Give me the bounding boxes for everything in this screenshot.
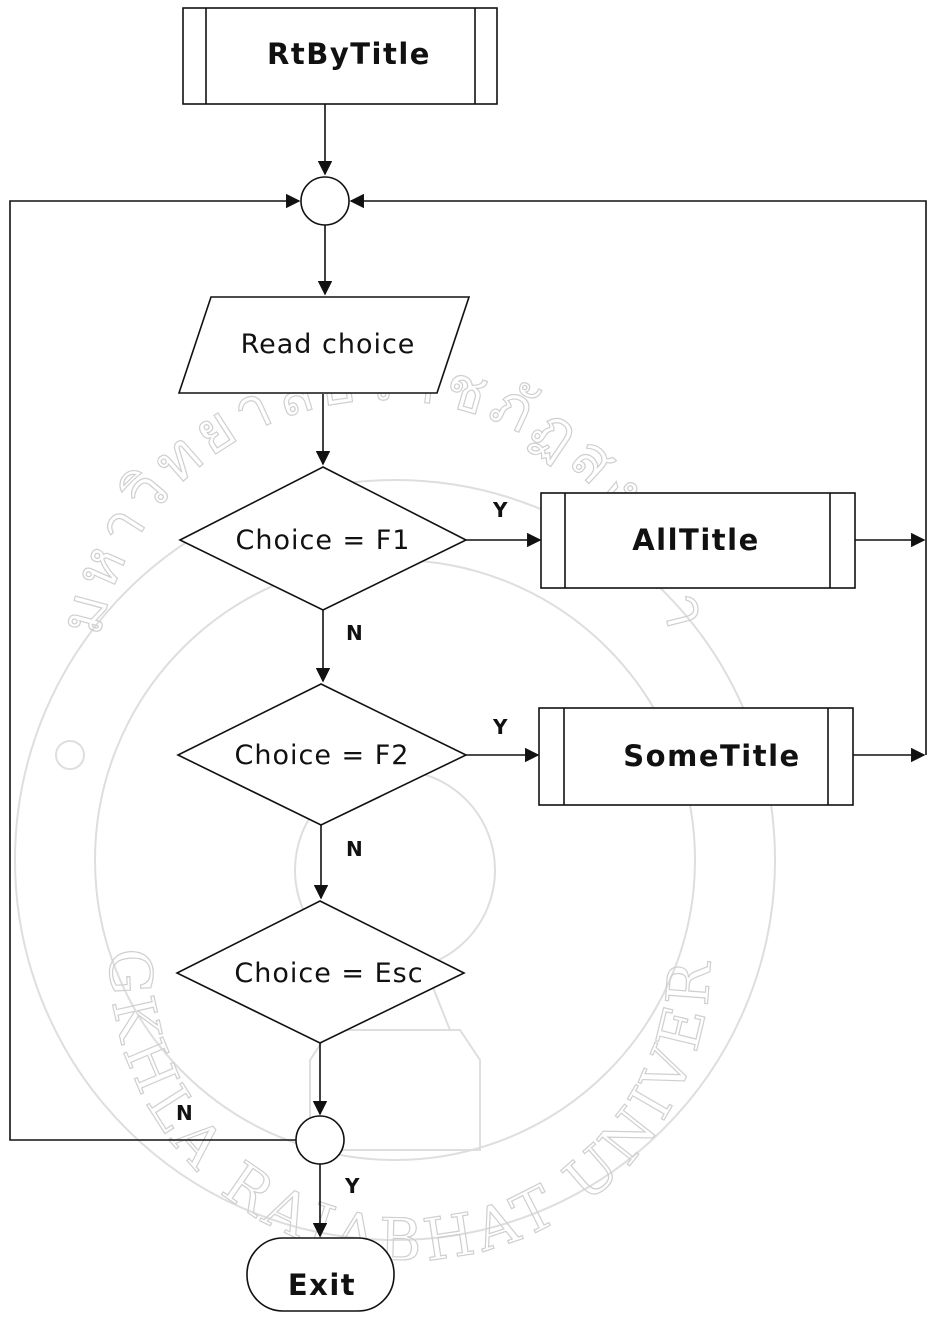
process-alltitle-label: AllTitle: [632, 523, 760, 557]
decision-choice-f1: Choice = F1: [178, 466, 468, 611]
connectors: [9, 104, 927, 1238]
connector-junction-bottom: [295, 1115, 345, 1165]
connector-junction-top: [300, 176, 350, 226]
input-read-choice-label: Read choice: [241, 329, 416, 360]
label-yes-f2: Y: [492, 715, 508, 739]
decision-choice-f2: Choice = F2: [176, 683, 468, 826]
process-rtbytitle: RtByTitle: [182, 7, 498, 105]
decision-choice-esc: Choice = Esc: [175, 900, 466, 1044]
terminal-exit: Exit: [246, 1237, 395, 1312]
label-yes-exit: Y: [344, 1174, 360, 1198]
input-read-choice: Read choice: [177, 296, 471, 394]
process-sometitle: SomeTitle: [538, 707, 854, 806]
process-rtbytitle-label: RtByTitle: [267, 37, 431, 71]
label-yes-f1: Y: [492, 498, 508, 522]
terminal-exit-label: Exit: [288, 1268, 356, 1302]
label-no-loop: N: [176, 1101, 193, 1125]
watermark-seal: SONGKHLA RAJABHAT UNIVERSITY มหาวิทยาลัย…: [0, 0, 776, 1275]
process-alltitle: AllTitle: [540, 492, 856, 589]
label-no-f2: N: [346, 837, 363, 861]
decision-choice-f2-label: Choice = F2: [235, 740, 410, 771]
label-no-f1: N: [346, 621, 363, 645]
decision-choice-f1-label: Choice = F1: [236, 525, 411, 556]
decision-choice-esc-label: Choice = Esc: [234, 958, 423, 989]
process-sometitle-label: SomeTitle: [623, 739, 800, 773]
